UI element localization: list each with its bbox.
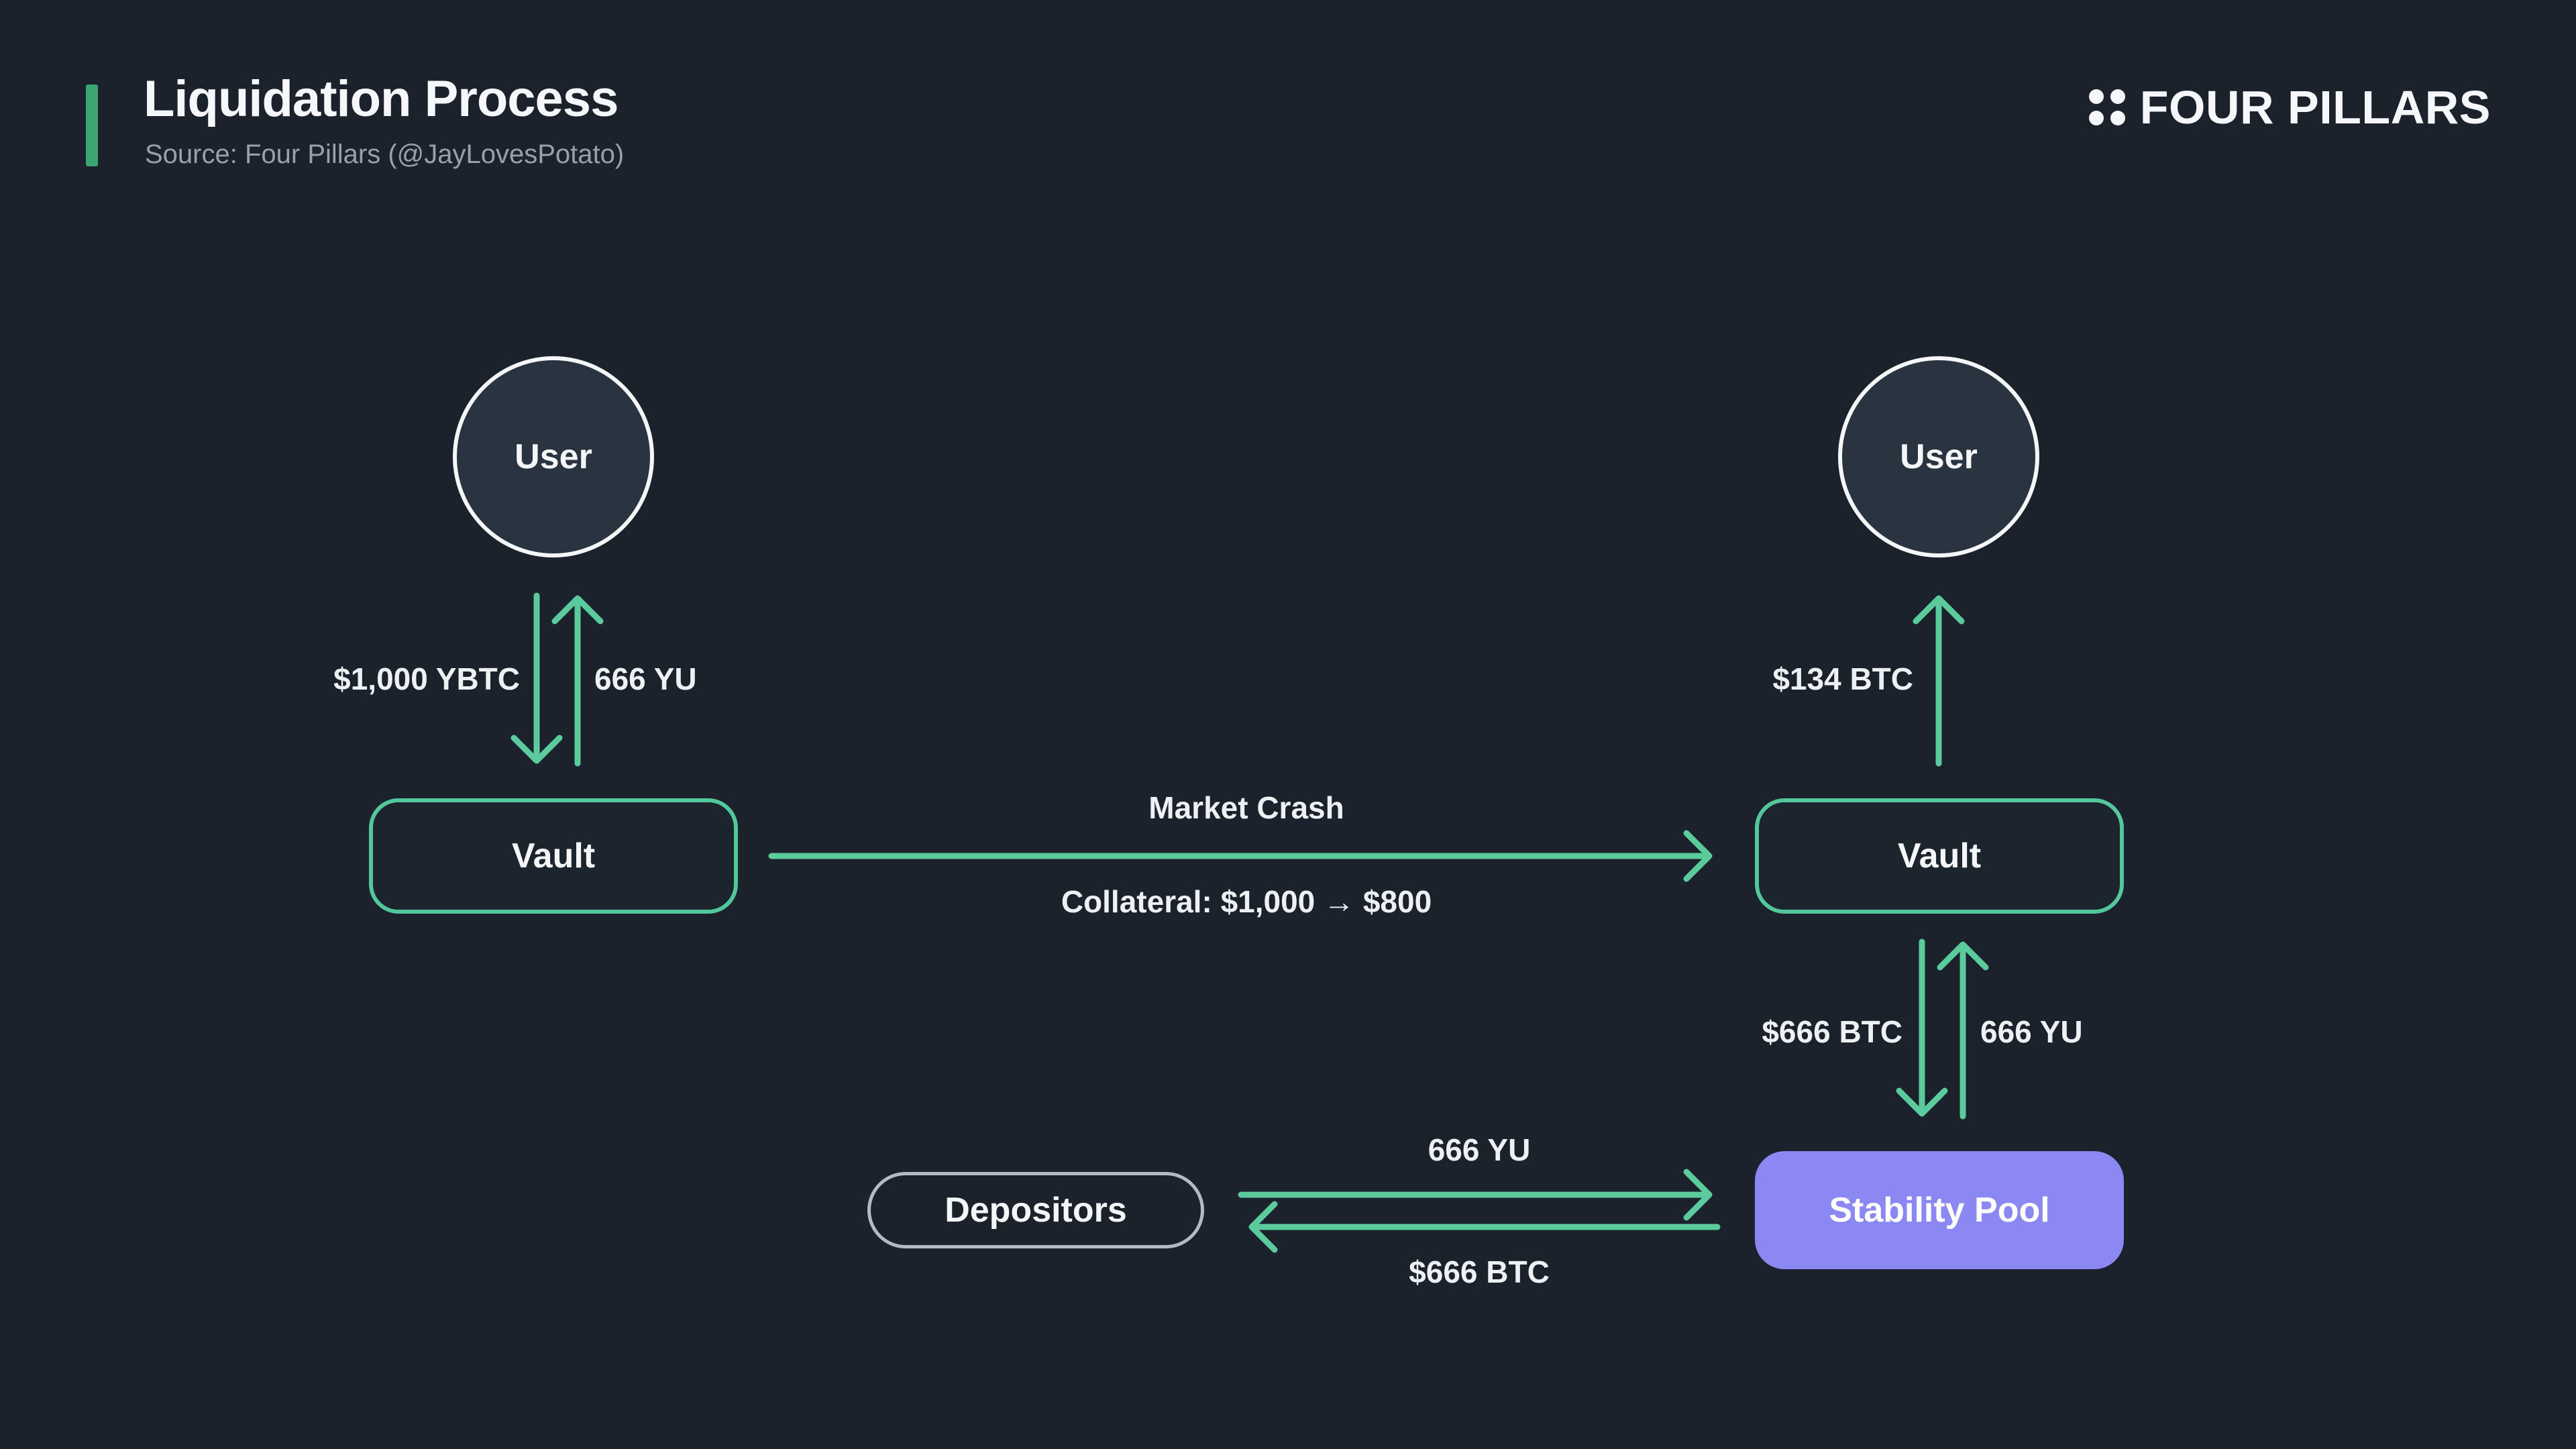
label-depositor-btc: $666 BTC [1409,1254,1550,1290]
node-depositors: Depositors [867,1172,1204,1248]
label-liquidation-yu: 666 YU [1980,1014,2083,1050]
node-user-right: User [1838,356,2039,557]
node-vault-right: Vault [1755,798,2124,914]
label-collateral-change: Collateral: $1,000 → $800 [1061,883,1432,920]
node-user-left: User [453,356,654,557]
label-market-crash: Market Crash [1148,790,1344,826]
label-vault-return: $134 BTC [1772,661,1913,697]
node-stability-pool: Stability Pool [1755,1151,2124,1269]
node-vault-left: Vault [369,798,738,914]
label-vault-mint: 666 YU [594,661,697,697]
label-depositor-yu: 666 YU [1428,1132,1531,1168]
label-user-deposit: $1,000 YBTC [333,661,520,697]
label-liquidation-btc: $666 BTC [1762,1014,1902,1050]
